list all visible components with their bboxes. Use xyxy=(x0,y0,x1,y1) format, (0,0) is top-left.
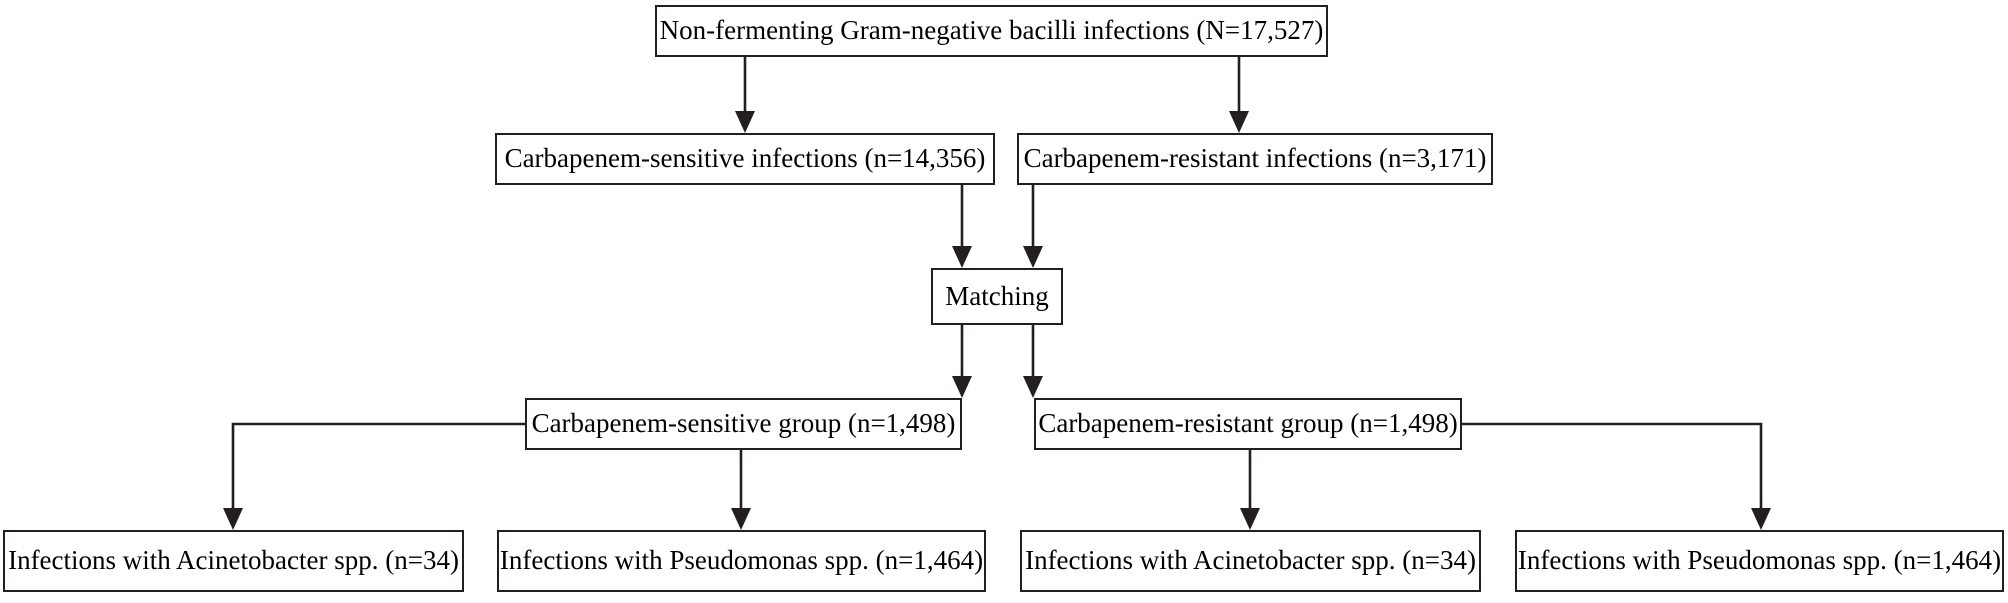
node-resistant-acinetobacter-label: Infections with Acinetobacter spp. (n=34… xyxy=(1025,545,1476,576)
edge-resistant-group-to-pseudomonas xyxy=(1462,422,1763,518)
node-sensitive-pseudomonas[interactable]: Infections with Pseudomonas spp. (n=1,46… xyxy=(497,530,986,592)
node-sensitive-acinetobacter[interactable]: Infections with Acinetobacter spp. (n=34… xyxy=(3,530,464,592)
node-carbapenem-sensitive-infections-label: Carbapenem-sensitive infections (n=14,35… xyxy=(504,143,986,174)
arrowhead-resistant-infections-to-matching xyxy=(1023,246,1043,268)
node-sensitive-acinetobacter-label: Infections with Acinetobacter spp. (n=34… xyxy=(8,545,459,576)
node-root-label: Non-fermenting Gram-negative bacilli inf… xyxy=(659,15,1324,46)
node-resistant-pseudomonas-label: Infections with Pseudomonas spp. (n=1,46… xyxy=(1517,545,2002,576)
arrowhead-matching-to-sensitive-group xyxy=(952,376,972,398)
node-carbapenem-resistant-infections-label: Carbapenem-resistant infections (n=3,171… xyxy=(1023,143,1487,174)
node-carbapenem-sensitive-group[interactable]: Carbapenem-sensitive group (n=1,498) xyxy=(525,398,962,450)
edge-sensitive-group-to-acinetobacter xyxy=(231,422,525,518)
node-sensitive-pseudomonas-label: Infections with Pseudomonas spp. (n=1,46… xyxy=(499,545,984,576)
node-matching-label: Matching xyxy=(945,280,1049,311)
node-matching[interactable]: Matching xyxy=(931,268,1063,325)
node-root[interactable]: Non-fermenting Gram-negative bacilli inf… xyxy=(655,5,1328,57)
arrowhead-root-to-resistant-infections xyxy=(1229,111,1249,133)
arrowhead-sensitive-group-to-acinetobacter xyxy=(223,508,243,530)
node-carbapenem-resistant-group[interactable]: Carbapenem-resistant group (n=1,498) xyxy=(1034,398,1462,450)
node-resistant-acinetobacter[interactable]: Infections with Acinetobacter spp. (n=34… xyxy=(1020,530,1481,592)
node-resistant-pseudomonas[interactable]: Infections with Pseudomonas spp. (n=1,46… xyxy=(1515,530,2004,592)
node-carbapenem-resistant-infections[interactable]: Carbapenem-resistant infections (n=3,171… xyxy=(1017,133,1493,185)
arrowhead-sensitive-infections-to-matching xyxy=(952,246,972,268)
node-carbapenem-sensitive-group-label: Carbapenem-sensitive group (n=1,498) xyxy=(531,408,956,439)
node-carbapenem-resistant-group-label: Carbapenem-resistant group (n=1,498) xyxy=(1038,408,1458,439)
node-carbapenem-sensitive-infections[interactable]: Carbapenem-sensitive infections (n=14,35… xyxy=(495,133,995,185)
arrowhead-matching-to-resistant-group xyxy=(1023,376,1043,398)
arrowhead-root-to-sensitive-infections xyxy=(735,111,755,133)
arrowhead-resistant-group-to-pseudomonas xyxy=(1751,508,1771,530)
arrowhead-resistant-group-to-acinetobacter xyxy=(1240,508,1260,530)
arrowhead-sensitive-group-to-pseudomonas xyxy=(731,508,751,530)
